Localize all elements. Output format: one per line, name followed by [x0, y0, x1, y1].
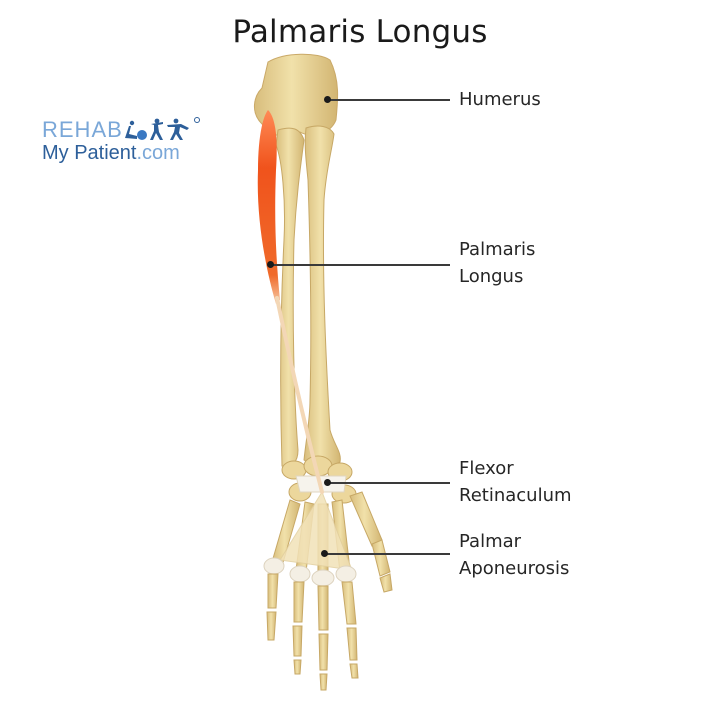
diagram-title: Palmaris Longus: [232, 14, 488, 50]
humerus-leader-line: [327, 99, 450, 101]
palmaris-longus-muscle: [257, 110, 280, 304]
label-palmaris-longus: Palmaris Longus: [459, 239, 536, 287]
knuckle-joints: [263, 557, 357, 587]
flexor-retinaculum-marker-dot: [324, 479, 331, 486]
humerus-marker-dot: [324, 96, 331, 103]
label-palmar-aponeurosis: Palmar Aponeurosis: [459, 531, 570, 579]
exercise-figures-icon: [124, 117, 200, 140]
palmar-aponeurosis: [279, 490, 353, 571]
logo-my-patient-text: My Patient: [42, 142, 137, 164]
finger-phalanges: [266, 573, 359, 691]
thumb-phalanges: [371, 539, 393, 593]
palmar-aponeurosis-marker-dot: [321, 550, 328, 557]
flexor-retinaculum-leader-line: [327, 482, 450, 484]
label-humerus: Humerus: [459, 89, 541, 110]
palmaris-longus-marker-dot: [267, 261, 274, 268]
label-flexor-retinaculum: Flexor Retinaculum: [459, 458, 572, 506]
logo-com-text: .com: [136, 142, 180, 164]
palmaris-longus-tendon: [275, 296, 324, 494]
rehab-my-patient-logo[interactable]: REHAB My Patient.com: [42, 116, 201, 164]
radius-bone: [303, 125, 341, 467]
palmaris-longus-leader-line: [270, 264, 450, 266]
palmar-aponeurosis-leader-line: [324, 553, 450, 555]
ulna-bone: [275, 127, 305, 467]
logo-rehab-text: REHAB: [42, 117, 123, 142]
